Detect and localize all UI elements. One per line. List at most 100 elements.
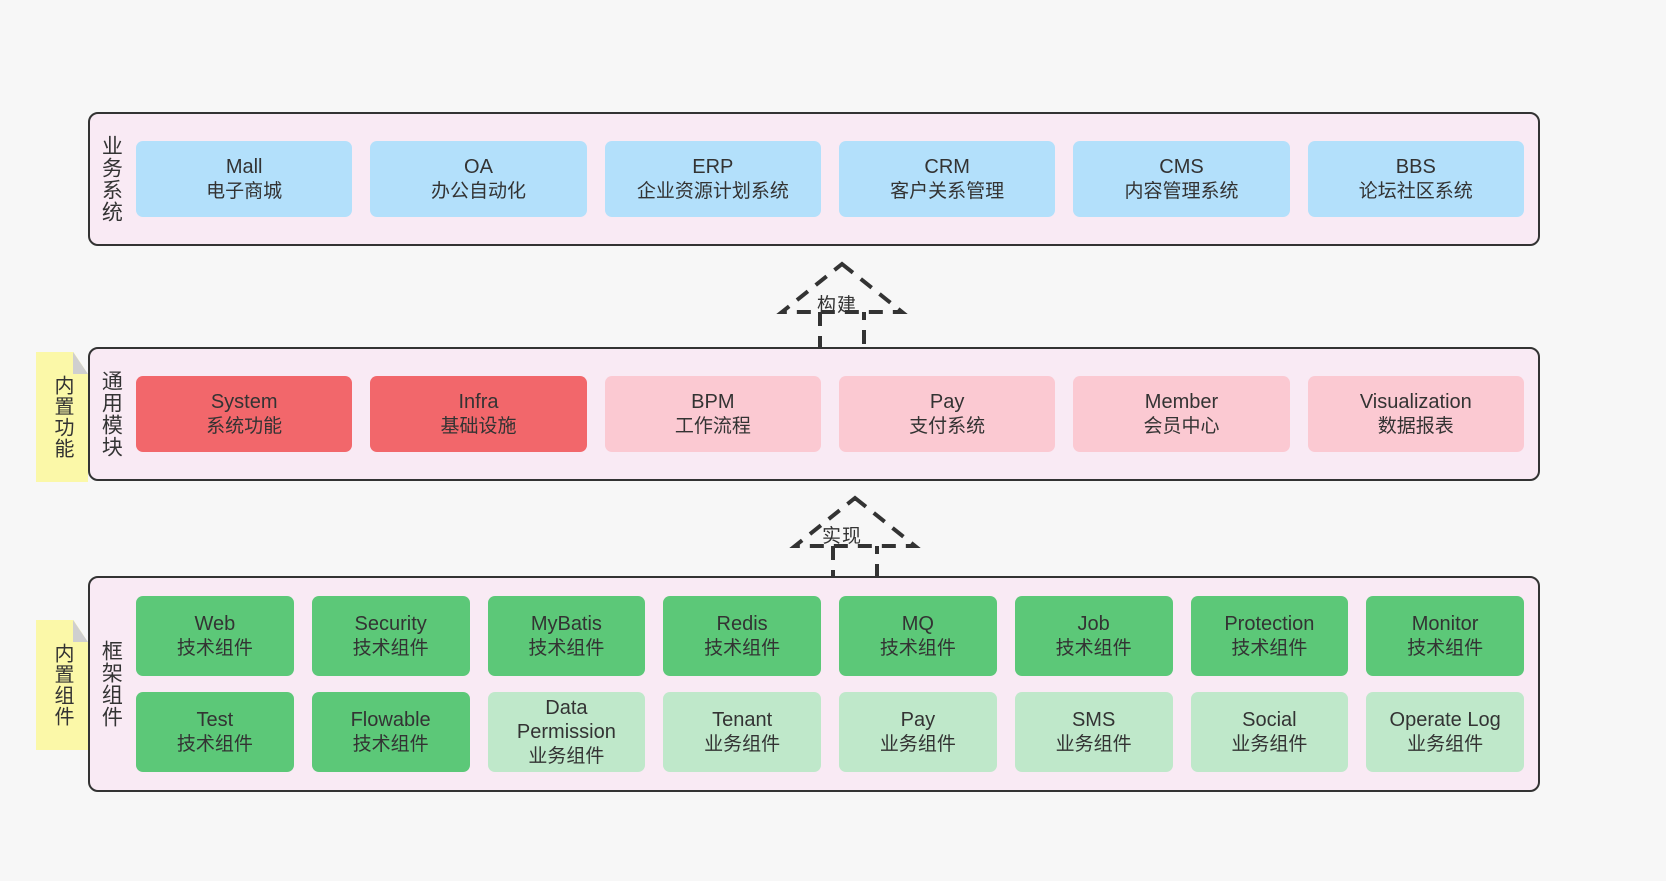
node-oa[interactable]: OA 办公自动化	[370, 141, 587, 217]
band-business-system: 业务系统 Mall 电子商城 OA 办公自动化 ERP 企业资源计划系统 CRM…	[88, 112, 1540, 246]
node-operate-log[interactable]: Operate Log 业务组件	[1366, 692, 1524, 772]
node-label-cn: 办公自动化	[430, 180, 526, 202]
band-title-business-system: 业务系统	[99, 135, 123, 223]
node-label-en: OA	[464, 156, 493, 179]
node-label-cn: 业务组件	[879, 733, 956, 755]
node-label-cn: 技术组件	[352, 733, 429, 755]
band-body-framework-component: Web 技术组件 Security 技术组件 MyBatis 技术组件 Redi…	[130, 578, 1538, 790]
node-label-cn: 业务组件	[528, 745, 605, 767]
connector-build-label: 构建	[817, 295, 858, 316]
band-common-module: 通用模块 System 系统功能 Infra 基础设施 BPM 工作流程 Pay…	[88, 347, 1540, 481]
node-label-cn: 技术组件	[176, 637, 253, 659]
node-test[interactable]: Test 技术组件	[136, 692, 294, 772]
node-label-en: SMS	[1071, 709, 1116, 732]
band-title-common-module: 通用模块	[99, 370, 123, 458]
node-web[interactable]: Web 技术组件	[136, 596, 294, 676]
node-label-en: Social	[1242, 709, 1297, 732]
node-label-en: BBS	[1395, 156, 1436, 179]
node-system[interactable]: System 系统功能	[136, 376, 353, 452]
node-label-en: Operate Log	[1389, 709, 1501, 732]
node-social[interactable]: Social 业务组件	[1190, 692, 1349, 772]
node-label-en: MQ	[901, 613, 934, 636]
node-monitor[interactable]: Monitor 技术组件	[1366, 596, 1524, 676]
node-label-cn: 工作流程	[674, 415, 751, 437]
node-redis[interactable]: Redis 技术组件	[663, 596, 821, 676]
node-label-cn: 业务组件	[1407, 733, 1484, 755]
band-framework-component: 框架组件 Web 技术组件 Security 技术组件 MyBatis 技术组件…	[88, 576, 1540, 792]
node-label-cn: 技术组件	[1231, 637, 1308, 659]
node-label-en: Tenant	[712, 709, 773, 732]
band-body-business-system: Mall 电子商城 OA 办公自动化 ERP 企业资源计划系统 CRM 客户关系…	[130, 114, 1538, 244]
node-label-en: BPM	[691, 391, 735, 414]
node-tenant[interactable]: Tenant 业务组件	[663, 692, 821, 772]
node-protection[interactable]: Protection 技术组件	[1190, 596, 1349, 676]
band-title-framework-component: 框架组件	[99, 640, 123, 728]
node-label-cn: 业务组件	[1055, 733, 1132, 755]
node-label-en: Security	[354, 613, 427, 636]
node-label-en: CMS	[1159, 156, 1204, 179]
node-label-en: Pay	[929, 391, 965, 414]
node-mq[interactable]: MQ 技术组件	[839, 596, 997, 676]
node-label-en: MyBatis	[530, 613, 602, 636]
node-label-en: Test	[196, 709, 234, 732]
node-mall[interactable]: Mall 电子商城	[136, 141, 353, 217]
node-mybatis[interactable]: MyBatis 技术组件	[487, 596, 646, 676]
node-label-cn: 支付系统	[909, 415, 986, 437]
node-pay-business[interactable]: Pay 业务组件	[839, 692, 997, 772]
node-label-en: Redis	[716, 613, 768, 636]
node-job[interactable]: Job 技术组件	[1014, 596, 1173, 676]
node-label-cn: 技术组件	[176, 733, 253, 755]
band-row: Web 技术组件 Security 技术组件 MyBatis 技术组件 Redi…	[136, 596, 1524, 676]
node-label-en: Flowable	[350, 709, 431, 732]
node-sms[interactable]: SMS 业务组件	[1014, 692, 1173, 772]
node-label-cn: 技术组件	[352, 637, 429, 659]
node-label-en: Job	[1077, 613, 1110, 636]
connector-implement-arrow-icon	[765, 492, 945, 592]
sticky-note-label: 内置组件	[51, 643, 73, 727]
band-body-common-module: System 系统功能 Infra 基础设施 BPM 工作流程 Pay 支付系统…	[130, 349, 1538, 479]
node-member[interactable]: Member 会员中心	[1073, 376, 1290, 452]
node-label-en: System	[210, 391, 278, 414]
node-erp[interactable]: ERP 企业资源计划系统	[604, 141, 821, 217]
node-label-cn: 企业资源计划系统	[636, 180, 789, 202]
node-label-cn: 电子商城	[206, 180, 283, 202]
sticky-note-builtin-function: 内置功能	[36, 352, 88, 482]
node-label-cn: 技术组件	[1407, 637, 1484, 659]
node-cms[interactable]: CMS 内容管理系统	[1073, 141, 1290, 217]
node-security[interactable]: Security 技术组件	[311, 596, 470, 676]
node-label-en: Mall	[225, 156, 263, 179]
node-data-permission[interactable]: Data Permission 业务组件	[487, 692, 646, 772]
node-label-en: Visualization	[1359, 391, 1472, 414]
node-label-en: Protection	[1224, 613, 1315, 636]
node-label-en: Infra	[458, 391, 499, 414]
node-label-cn: 技术组件	[879, 637, 956, 659]
page-fold-icon	[73, 352, 88, 374]
connector-build-arrow-icon	[752, 258, 932, 358]
node-label-cn: 技术组件	[704, 637, 781, 659]
node-label-cn: 业务组件	[704, 733, 781, 755]
connector-implement-label: 实现	[822, 526, 863, 547]
node-label-en: ERP	[692, 156, 734, 179]
node-label-en: Pay	[900, 709, 936, 732]
node-label-cn: 会员中心	[1143, 415, 1220, 437]
node-label-cn: 技术组件	[1055, 637, 1132, 659]
band-row: Mall 电子商城 OA 办公自动化 ERP 企业资源计划系统 CRM 客户关系…	[136, 141, 1524, 217]
node-crm[interactable]: CRM 客户关系管理	[838, 141, 1056, 217]
node-label-cn: 技术组件	[528, 637, 605, 659]
node-visualization[interactable]: Visualization 数据报表	[1307, 376, 1524, 452]
node-pay[interactable]: Pay 支付系统	[838, 376, 1056, 452]
page-fold-icon	[73, 620, 88, 642]
node-infra[interactable]: Infra 基础设施	[370, 376, 587, 452]
node-label-cn: 内容管理系统	[1124, 180, 1239, 202]
sticky-note-label: 内置功能	[51, 375, 73, 459]
node-flowable[interactable]: Flowable 技术组件	[311, 692, 470, 772]
band-row: Test 技术组件 Flowable 技术组件 Data Permission …	[136, 692, 1524, 772]
node-bbs[interactable]: BBS 论坛社区系统	[1307, 141, 1524, 217]
node-label-en: Member	[1144, 391, 1219, 414]
node-label-cn: 基础设施	[440, 415, 517, 437]
node-label-en: Web	[194, 613, 236, 636]
node-label-en: Data Permission	[516, 697, 616, 744]
node-label-en: Monitor	[1411, 613, 1479, 636]
node-bpm[interactable]: BPM 工作流程	[604, 376, 821, 452]
node-label-cn: 业务组件	[1231, 733, 1308, 755]
